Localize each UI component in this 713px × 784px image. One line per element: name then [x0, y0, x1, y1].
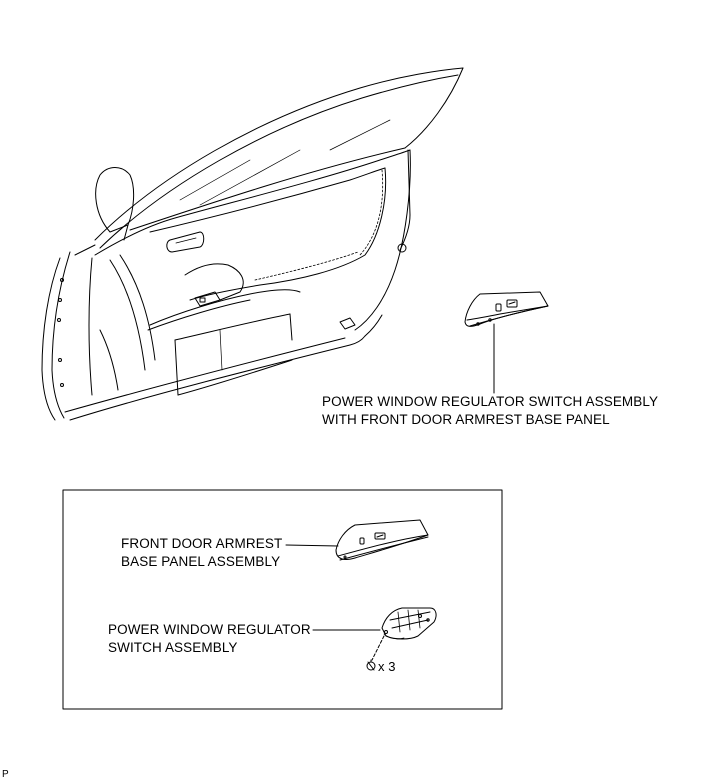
screw-quantity-label: x 3	[378, 659, 396, 674]
figure-code: P	[2, 769, 9, 780]
label-line: POWER WINDOW REGULATOR	[108, 622, 311, 637]
label-power-window-switch: POWER WINDOW REGULATOR SWITCH ASSEMBLY	[108, 621, 311, 657]
switch-panel-illustration	[464, 291, 549, 327]
label-line: FRONT DOOR ARMREST	[121, 536, 283, 551]
label-line: SWITCH ASSEMBLY	[108, 640, 238, 655]
detail-box	[62, 489, 503, 710]
label-front-door-armrest-base-panel: FRONT DOOR ARMREST BASE PANEL ASSEMBLY	[121, 535, 282, 571]
leader-line-base	[285, 544, 339, 547]
fastener-dashed-line	[371, 635, 385, 661]
armrest-panel-illustration	[335, 519, 429, 561]
label-power-window-switch-with-panel: POWER WINDOW REGULATOR SWITCH ASSEMBLY W…	[322, 393, 658, 429]
switch-unit-illustration	[381, 607, 437, 640]
screw-icon	[366, 659, 376, 671]
label-line: POWER WINDOW REGULATOR SWITCH ASSEMBLY	[322, 394, 659, 409]
car-door-illustration	[41, 67, 464, 421]
label-line: BASE PANEL ASSEMBLY	[121, 554, 281, 569]
label-line: WITH FRONT DOOR ARMREST BASE PANEL	[322, 412, 610, 427]
